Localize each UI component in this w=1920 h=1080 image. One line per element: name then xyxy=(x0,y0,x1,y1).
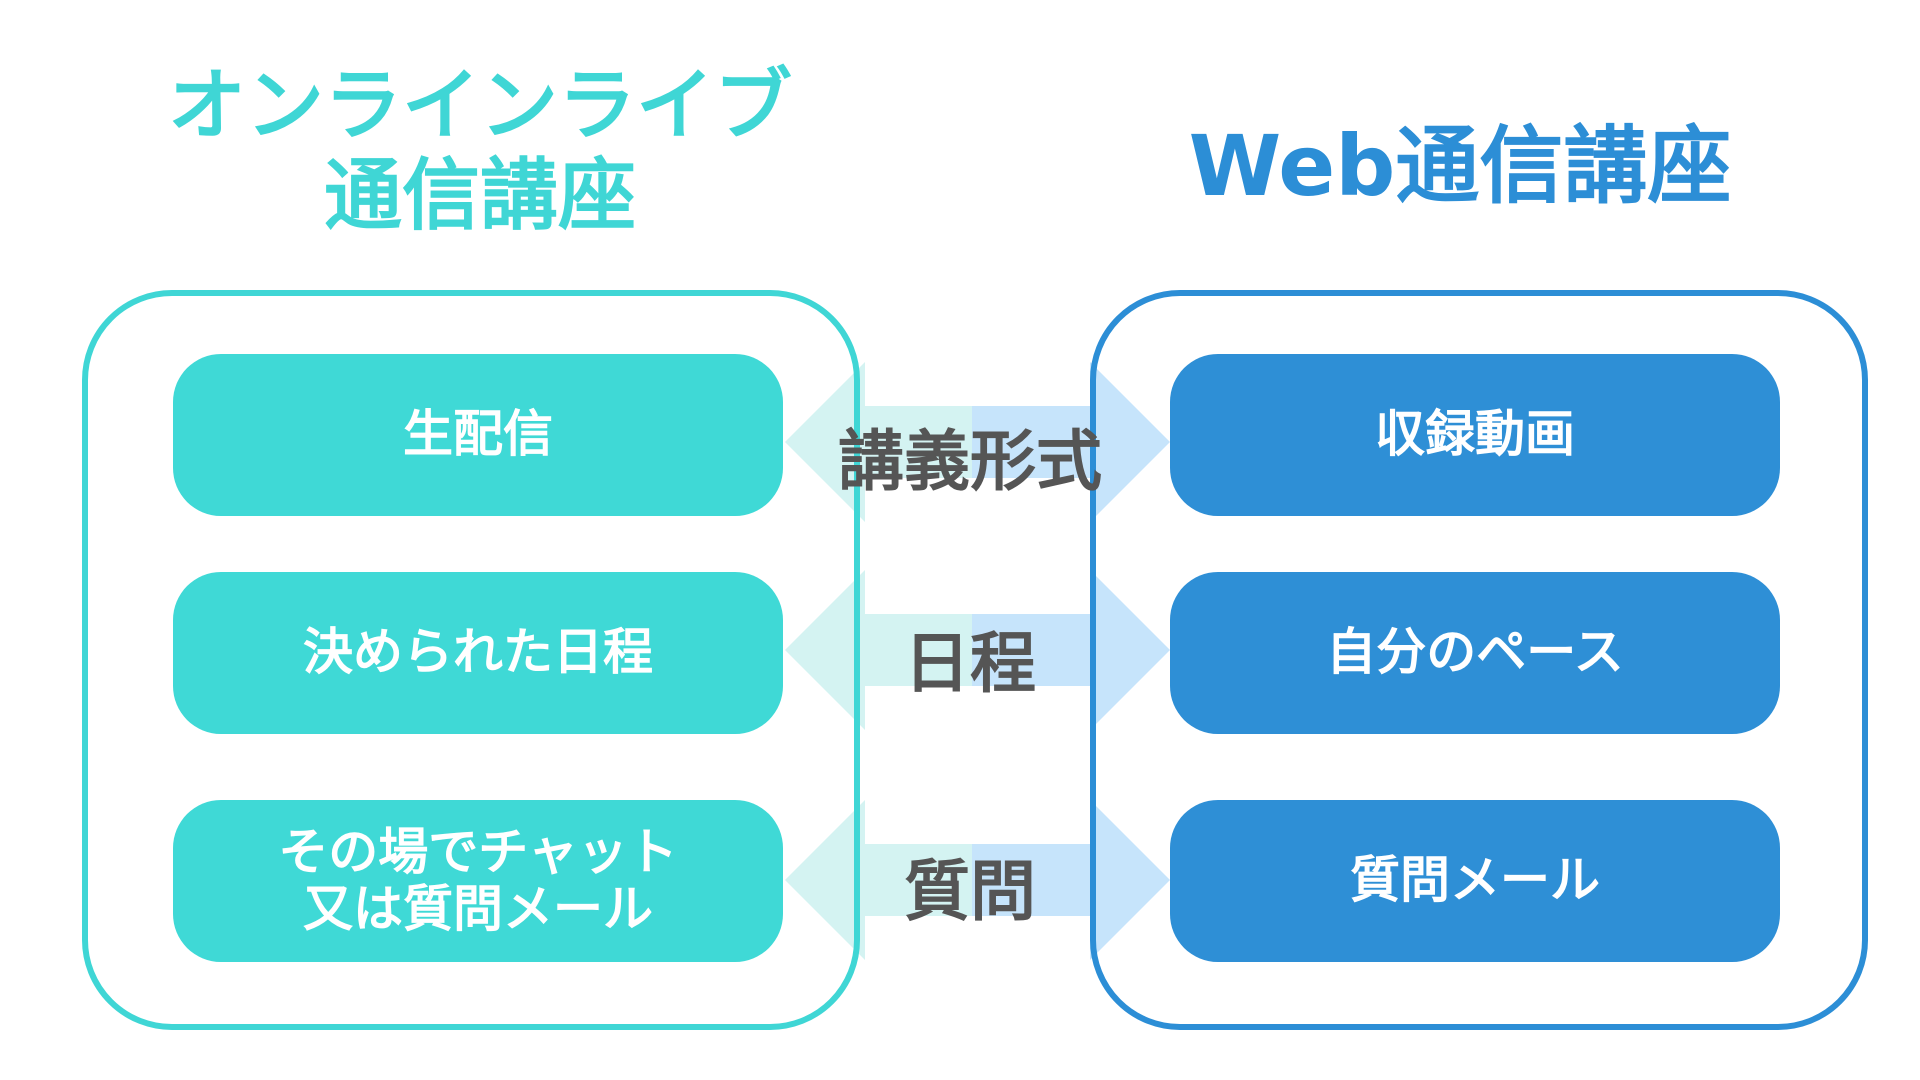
right-item-questions: 質問メール xyxy=(1170,800,1780,962)
left-item-live-label: 生配信 xyxy=(403,405,553,464)
right-item-recorded-label: 収録動画 xyxy=(1375,405,1575,464)
left-item-questions-line2: 又は質問メール xyxy=(303,880,653,938)
right-panel xyxy=(1090,290,1868,1030)
right-item-recorded: 収録動画 xyxy=(1170,354,1780,516)
arrow-row-3-right-half xyxy=(972,800,1170,960)
left-item-questions: その場でチャット 又は質問メール xyxy=(173,800,783,962)
arrow-row-1 xyxy=(785,362,1170,522)
arrow-row-2 xyxy=(785,570,1170,730)
arrow-row-2-right-half xyxy=(972,570,1170,730)
compare-label-format: 講義形式 xyxy=(838,423,1102,500)
left-item-schedule: 決められた日程 xyxy=(173,572,783,734)
arrow-row-2-left-half xyxy=(785,570,972,730)
right-item-questions-label: 質問メール xyxy=(1350,851,1600,910)
compare-label-schedule: 日程 xyxy=(904,625,1036,702)
arrow-row-3-left-half xyxy=(785,800,972,960)
left-panel xyxy=(82,290,860,1030)
arrow-row-3 xyxy=(785,800,1170,960)
left-item-schedule-label: 決められた日程 xyxy=(303,623,653,682)
compare-label-questions: 質問 xyxy=(904,853,1036,930)
right-item-pace: 自分のペース xyxy=(1170,572,1780,734)
right-title: Web通信講座 xyxy=(1188,117,1732,215)
left-title-line2: 通信講座 xyxy=(323,150,636,241)
arrow-row-1-left-half xyxy=(785,362,972,522)
arrow-row-1-right-half xyxy=(972,362,1170,522)
left-title-line1: オンラインライブ xyxy=(167,61,792,151)
left-item-live: 生配信 xyxy=(173,354,783,516)
right-item-pace-label: 自分のペース xyxy=(1326,623,1624,682)
left-item-questions-line1: その場でチャット xyxy=(278,822,678,881)
left-title: オンラインライブ 通信講座 xyxy=(80,61,880,241)
